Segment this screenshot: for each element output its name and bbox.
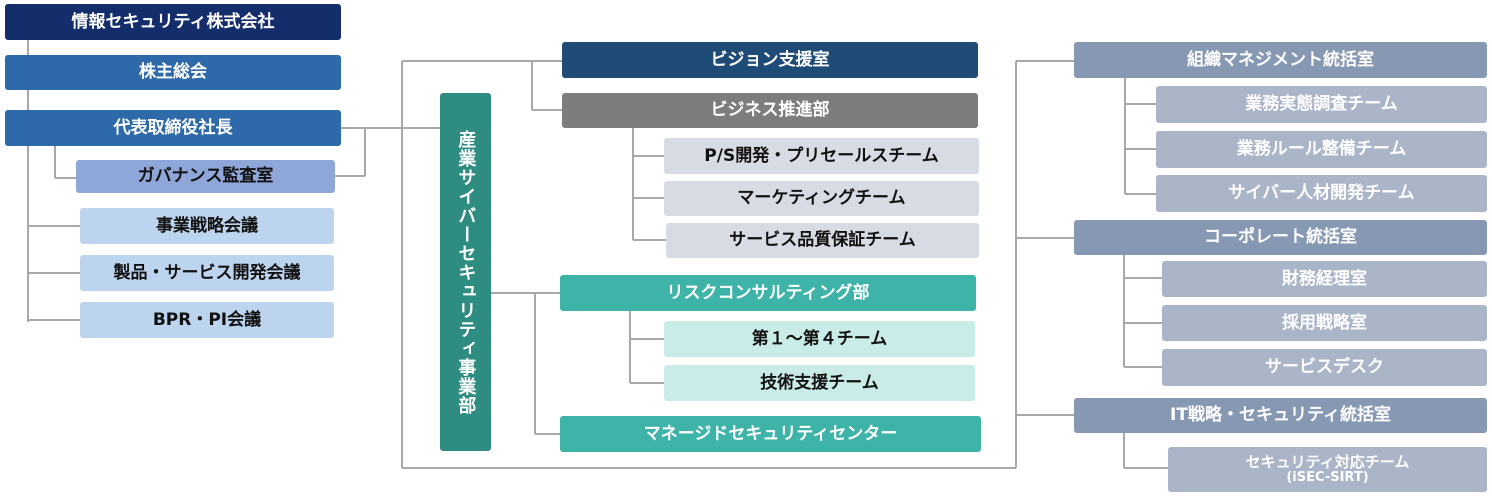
managed-security-center-box: マネージドセキュリティセンター	[560, 416, 981, 452]
tech-support-team-box: 技術支援チーム	[664, 365, 975, 401]
strategy-meeting-box: 事業戦略会議	[80, 208, 334, 244]
risk-consulting-box: リスクコンサルティング部	[560, 275, 976, 311]
business-rules-team-box: 業務ルール整備チーム	[1156, 131, 1487, 168]
security-response-team-label: セキュリティ対応チーム	[1245, 453, 1410, 472]
president-box: 代表取締役社長	[5, 110, 341, 146]
org-management-box: 組織マネジメント統括室	[1074, 42, 1487, 78]
it-strategy-security-box: IT戦略・セキュリティ統括室	[1074, 398, 1487, 433]
shareholders-meeting-box: 株主総会	[5, 55, 341, 90]
business-promotion-box: ビジネス推進部	[562, 93, 978, 128]
governance-audit-box: ガバナンス監査室	[76, 160, 335, 193]
quality-assurance-team-box: サービス品質保証チーム	[666, 223, 979, 258]
cyber-talent-team-box: サイバー人材開発チーム	[1156, 175, 1487, 212]
vision-support-box: ビジョン支援室	[562, 42, 978, 78]
industrial-cyber-division-box: 産業サイバーセキュリティ事業部	[440, 93, 491, 451]
isec-sirt-label: (iSEC-SIRT)	[1286, 469, 1369, 485]
business-survey-team-box: 業務実態調査チーム	[1156, 86, 1487, 123]
corporate-office-box: コーポレート統括室	[1074, 220, 1487, 255]
service-desk-box: サービスデスク	[1162, 349, 1487, 386]
marketing-team-box: マーケティングチーム	[664, 181, 979, 216]
finance-office-box: 財務経理室	[1162, 261, 1487, 297]
presales-team-box: P/S開発・プリセールスチーム	[664, 138, 979, 174]
bpr-pi-meeting-box: BPR・PI会議	[80, 302, 334, 338]
product-dev-meeting-box: 製品・サービス開発会議	[80, 255, 334, 291]
security-response-team-box: セキュリティ対応チーム (iSEC-SIRT)	[1168, 447, 1487, 492]
recruitment-office-box: 採用戦略室	[1162, 305, 1487, 341]
company-root-box: 情報セキュリティ株式会社	[5, 4, 341, 40]
team-1-4-box: 第１～第４チーム	[664, 321, 975, 357]
